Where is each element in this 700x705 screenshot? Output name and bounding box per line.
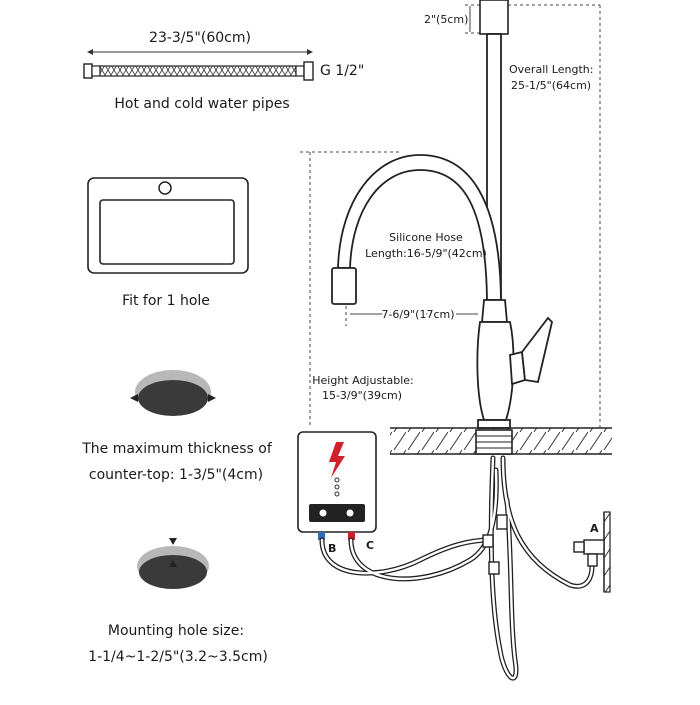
spray-head [331,267,357,305]
pipes-caption: Hot and cold water pipes [114,96,289,112]
thickness-arrow-right-icon [208,394,216,402]
pipe-left-nut [83,63,93,79]
hose-connector [496,514,508,530]
hose-highlights [320,456,594,680]
overall-length-label: Overall Length: [509,63,593,76]
wall-section [603,511,611,593]
mounting-hole [139,555,207,589]
top-dimension-label: 2"(5cm) [424,13,468,26]
heater-knob-right [346,509,354,517]
mounting-caption-line2: 1-1/4~1-2/5"(3.2~3.5cm) [88,649,268,665]
faucet-body [331,0,553,429]
silicone-hose-spout [337,154,502,301]
pipe-thread-label: G 1/2" [320,63,364,79]
angle-valve: A [573,511,611,593]
pipe-right-nut [303,61,314,81]
reach-dimension-label: 7-6/9"(17cm) [381,308,454,321]
heater-knob-left [319,509,327,517]
faucet-mount-flange [477,419,511,429]
height-adjustable-label: Height Adjustable: [312,374,414,387]
faucet-top-cap [479,0,509,35]
indicator-dot-icon [334,477,340,483]
heater-control-panel [309,504,365,522]
label-b: B [328,542,336,555]
pipe-length-label: 23-3/5"(60cm) [149,30,251,46]
countertop-hole [138,380,208,416]
thickness-arrow-left-icon [130,394,138,402]
hose-length-value: Length:16-5/9"(42cm) [365,247,487,260]
indicator-dot-icon [334,491,340,497]
overall-length-value: 25-1/5"(64cm) [511,79,591,92]
braided-hose [99,65,297,77]
sink-basin [99,199,235,265]
hose-connector [488,561,500,575]
lightning-bolt-icon [329,442,345,478]
height-adjustable-value: 15-3/9"(39cm) [322,389,402,402]
cold-inlet-fitting [318,532,325,540]
countertop-section [390,427,612,455]
indicator-dot-icon [334,484,340,490]
mounting-hole-illustration: Mounting hole size: 1-1/4~1-2/5"(3.2~3.5… [88,538,268,665]
water-heater: B C [297,431,377,555]
water-pipes-illustration: 23-3/5"(60cm) G 1/2" Hot and cold water … [83,30,364,112]
sink-caption: Fit for 1 hole [122,293,210,309]
mounting-arrow-down-icon [169,538,177,545]
faucet-base-body [476,321,515,421]
sink-illustration: Fit for 1 hole [87,177,249,309]
faucet-collar [481,299,508,323]
faucet-hole-icon [158,181,172,195]
label-c: C [366,539,374,552]
valve-body [583,539,605,555]
thickness-caption-line1: The maximum thickness of [81,441,273,457]
mounting-arrow-up-icon [169,560,177,567]
thickness-caption-line2: counter-top: 1-3/5"(4cm) [89,467,263,483]
valve-handle [573,541,585,553]
hose-connector [482,534,494,548]
label-a: A [590,522,599,535]
mounting-caption-line1: Mounting hole size: [108,623,244,639]
pipe-left-collar [91,65,101,77]
pipe-right-collar [295,65,305,77]
hot-outlet-fitting [348,532,355,540]
hose-label: Silicone Hose [389,231,463,244]
faucet-lever-handle [521,316,553,384]
valve-outlet [587,553,598,567]
countertop-thickness-illustration: The maximum thickness of counter-top: 1-… [81,370,273,483]
